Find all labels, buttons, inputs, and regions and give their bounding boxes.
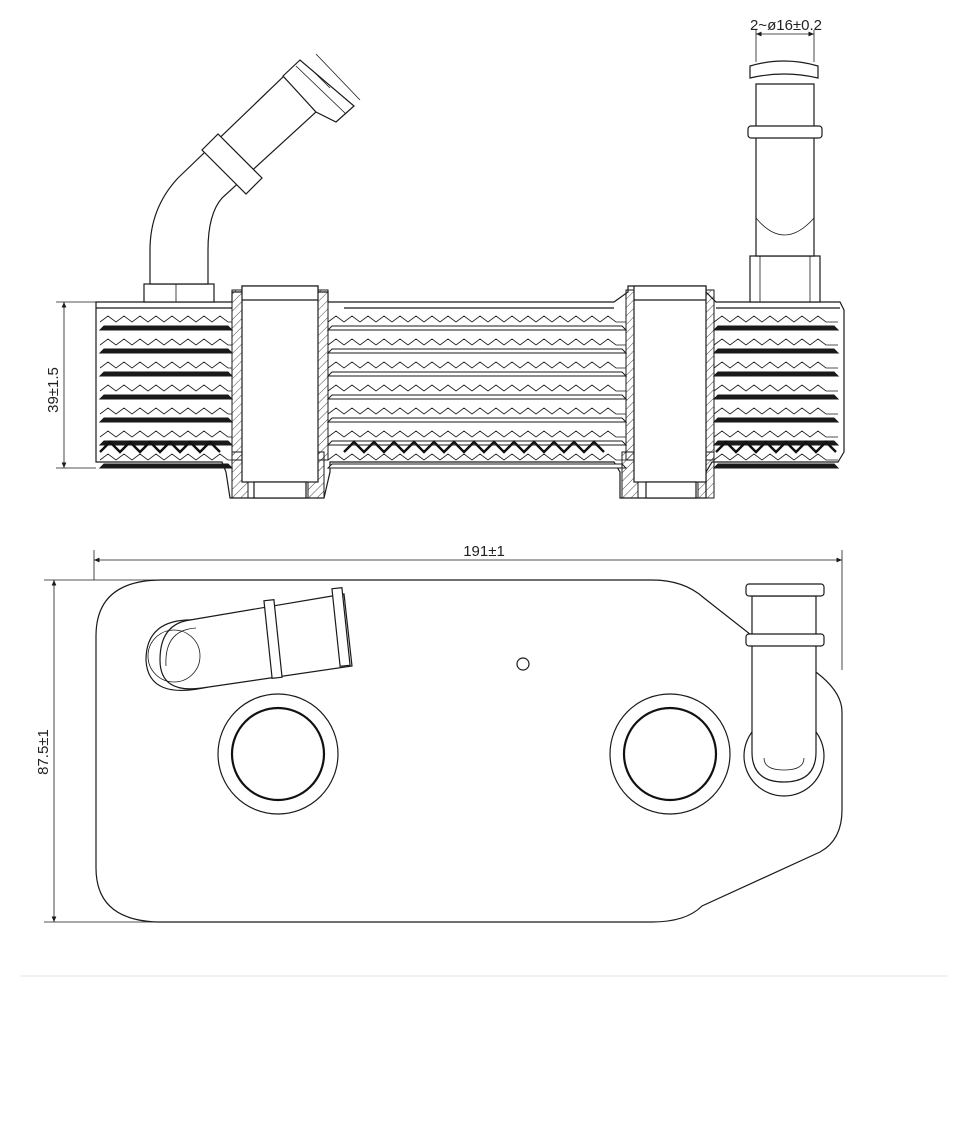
- top-plan-view: 191±1 87.5±1: [35, 543, 843, 923]
- plate: [98, 371, 234, 377]
- plate-fin: [713, 430, 838, 438]
- length-dimension: 191±1: [93, 543, 843, 670]
- plate: [712, 463, 840, 469]
- plate-fin: [99, 384, 232, 392]
- plate-fin: [327, 361, 626, 369]
- length-dimension-label: 191±1: [463, 543, 505, 560]
- locating-hole: [516, 657, 530, 671]
- plate-fin: [99, 361, 232, 369]
- plate: [712, 394, 840, 400]
- plate: [712, 371, 840, 377]
- right-port-ring: [609, 693, 731, 815]
- side-section-view: 39±1.5 2~ø16±0.2: [45, 17, 845, 499]
- plate: [712, 348, 840, 354]
- plate: [326, 348, 628, 354]
- plate: [326, 371, 628, 377]
- height-dimension-label: 39±1.5: [45, 367, 62, 413]
- plate: [98, 325, 234, 331]
- plate-fin: [99, 338, 232, 346]
- plate: [98, 463, 234, 469]
- plate: [98, 417, 234, 423]
- plate-fin: [327, 384, 626, 392]
- plate-fin: [99, 315, 232, 323]
- width-dimension: 87.5±1: [35, 579, 162, 923]
- tube-diameter-label: 2~ø16±0.2: [750, 17, 822, 34]
- right-boss-section: [621, 285, 715, 499]
- plate-fin: [713, 453, 838, 461]
- plate-fin: [327, 453, 626, 461]
- plate: [326, 463, 628, 469]
- bottom-plate-wave: [715, 440, 837, 454]
- height-dimension: 39±1.5: [45, 301, 96, 469]
- plate-fin: [327, 407, 626, 415]
- plate: [326, 394, 628, 400]
- plate: [98, 348, 234, 354]
- plate-fin: [713, 338, 838, 346]
- right-outlet-tube-plan: [743, 583, 825, 797]
- plate-fin: [99, 453, 232, 461]
- plate-fin: [99, 407, 232, 415]
- plate-fin: [713, 361, 838, 369]
- plate-fin: [713, 384, 838, 392]
- plate: [326, 325, 628, 331]
- bottom-plate-wave: [343, 440, 605, 454]
- plate: [712, 417, 840, 423]
- left-inlet-tube-plan: [145, 587, 353, 691]
- plate-fin: [327, 430, 626, 438]
- heat-exchanger-plates: [98, 315, 840, 469]
- bottom-plate-wave: [99, 440, 221, 454]
- plate: [98, 394, 234, 400]
- plate-fin: [713, 315, 838, 323]
- width-dimension-label: 87.5±1: [35, 729, 52, 775]
- tube-diameter-dimension: 2~ø16±0.2: [315, 17, 822, 101]
- plate-fin: [99, 430, 232, 438]
- left-bent-tube-section: [143, 59, 355, 303]
- plate: [712, 325, 840, 331]
- plate: [326, 417, 628, 423]
- left-boss-section: [231, 285, 329, 499]
- left-port-ring: [217, 693, 339, 815]
- plate-fin: [713, 407, 838, 415]
- plate-fin: [327, 315, 626, 323]
- plate: [712, 440, 840, 446]
- plate-fin: [327, 338, 626, 346]
- right-straight-tube-section: [747, 60, 823, 303]
